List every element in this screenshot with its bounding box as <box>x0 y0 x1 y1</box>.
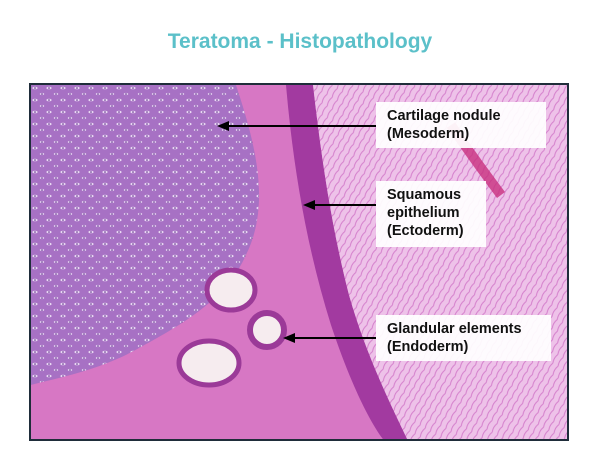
gland-1 <box>204 267 258 313</box>
gland-3 <box>176 338 242 388</box>
histology-micrograph: Cartilage nodule (Mesoderm) Squamous epi… <box>29 83 569 441</box>
label-cartilage: Cartilage nodule (Mesoderm) <box>387 108 501 142</box>
stroma-region <box>31 85 383 439</box>
label-glandular: Glandular elements (Endoderm) <box>387 321 522 355</box>
tissue-image <box>31 85 567 439</box>
cartilage-region <box>31 85 260 385</box>
epithelium-band <box>286 85 408 439</box>
slide-title: Teratoma - Histopathology <box>167 30 433 53</box>
label-squamous: Squamous epithelium (Ectoderm) <box>387 187 464 239</box>
gland-2 <box>247 310 287 350</box>
